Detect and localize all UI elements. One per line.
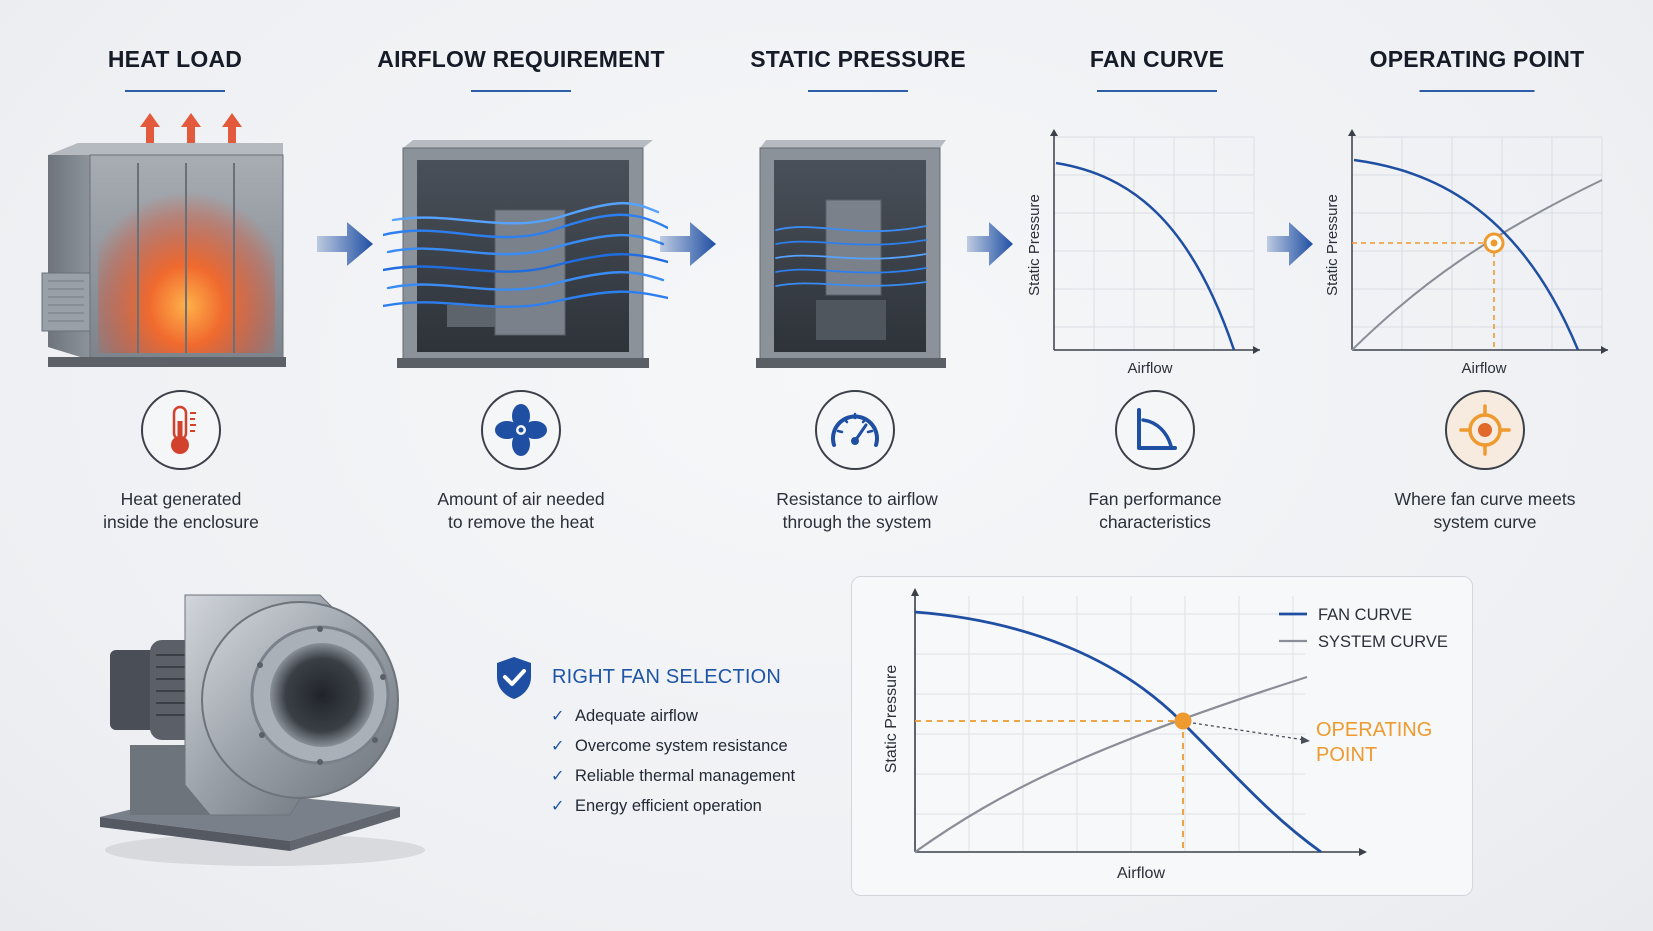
mini-chart-ylabel: Static Pressure <box>1026 194 1043 296</box>
checkmark-icon: ✓ <box>551 738 565 755</box>
centrifugal-fan-illustration <box>100 594 425 866</box>
curve-icon <box>1115 390 1195 470</box>
mini-chart-ylabel: Static Pressure <box>1324 194 1341 296</box>
benefits-title: RIGHT FAN SELECTION <box>552 666 782 688</box>
step-title-fan-curve: FAN CURVE <box>1089 46 1225 72</box>
heat-load-enclosure-illustration <box>41 113 286 367</box>
operating-point-marker <box>1174 712 1192 730</box>
airflow-streamlines <box>775 225 927 287</box>
fan-icon <box>481 390 561 470</box>
thermometer-icon <box>141 390 221 470</box>
system-curve-line <box>914 675 1308 853</box>
title-underline <box>471 90 571 92</box>
main-chart-ylabel: Static Pressure <box>883 665 900 774</box>
mini-chart-xlabel: Airflow <box>1127 360 1172 377</box>
title-underline <box>1419 90 1535 92</box>
operating-point-label: POINT <box>1316 744 1377 766</box>
checkmark-icon: ✓ <box>551 708 565 725</box>
airflow-streamlines <box>383 201 668 309</box>
step-title-airflow-requirement: AIRFLOW REQUIREMENT <box>377 46 665 72</box>
benefit-item: Overcome system resistance <box>575 737 788 755</box>
benefit-item: Energy efficient operation <box>575 797 762 815</box>
target-icon <box>1445 390 1525 470</box>
operating-point-chart-panel <box>851 576 1473 896</box>
flow-arrow-icon <box>317 222 373 266</box>
checkmark-icon: ✓ <box>551 768 565 785</box>
benefit-item: Reliable thermal management <box>575 767 796 785</box>
flow-arrow-icon <box>660 222 716 266</box>
step-title-heat-load: HEAT LOAD <box>107 46 243 72</box>
fan-curve-line <box>914 610 1322 854</box>
system-curve-line <box>1351 179 1603 351</box>
fan-curve-line <box>1353 158 1580 351</box>
fan-curve-line <box>1055 161 1236 351</box>
title-underline <box>1097 90 1217 92</box>
benefit-item: Adequate airflow <box>575 707 698 725</box>
static-pressure-enclosure-illustration <box>756 140 946 368</box>
step-title-operating-point: OPERATING POINT <box>1369 46 1585 72</box>
title-underline <box>808 90 908 92</box>
title-underline <box>125 90 225 92</box>
checkmark-icon: ✓ <box>551 798 565 815</box>
operating-point-main-chart: OPERATING POINT FAN CURVE SYSTEM CURVE A… <box>883 588 1448 882</box>
gauge-icon <box>815 390 895 470</box>
mini-chart-xlabel: Airflow <box>1461 360 1506 377</box>
legend-fan-curve: FAN CURVE <box>1318 606 1412 624</box>
shield-check-icon <box>497 657 531 699</box>
legend-system-curve: SYSTEM CURVE <box>1318 633 1448 651</box>
main-chart-xlabel: Airflow <box>1117 865 1165 882</box>
step-title-static-pressure: STATIC PRESSURE <box>750 46 966 72</box>
flow-arrow-icon <box>1267 222 1313 266</box>
airflow-enclosure-illustration <box>383 140 668 368</box>
flow-arrow-icon <box>967 222 1013 266</box>
operating-point-label: OPERATING <box>1316 719 1432 741</box>
fan-curve-mini-chart: Airflow Static Pressure <box>1026 129 1260 377</box>
heat-rising-arrows <box>140 113 242 149</box>
operating-point-mini-chart: Airflow Static Pressure <box>1324 129 1608 377</box>
